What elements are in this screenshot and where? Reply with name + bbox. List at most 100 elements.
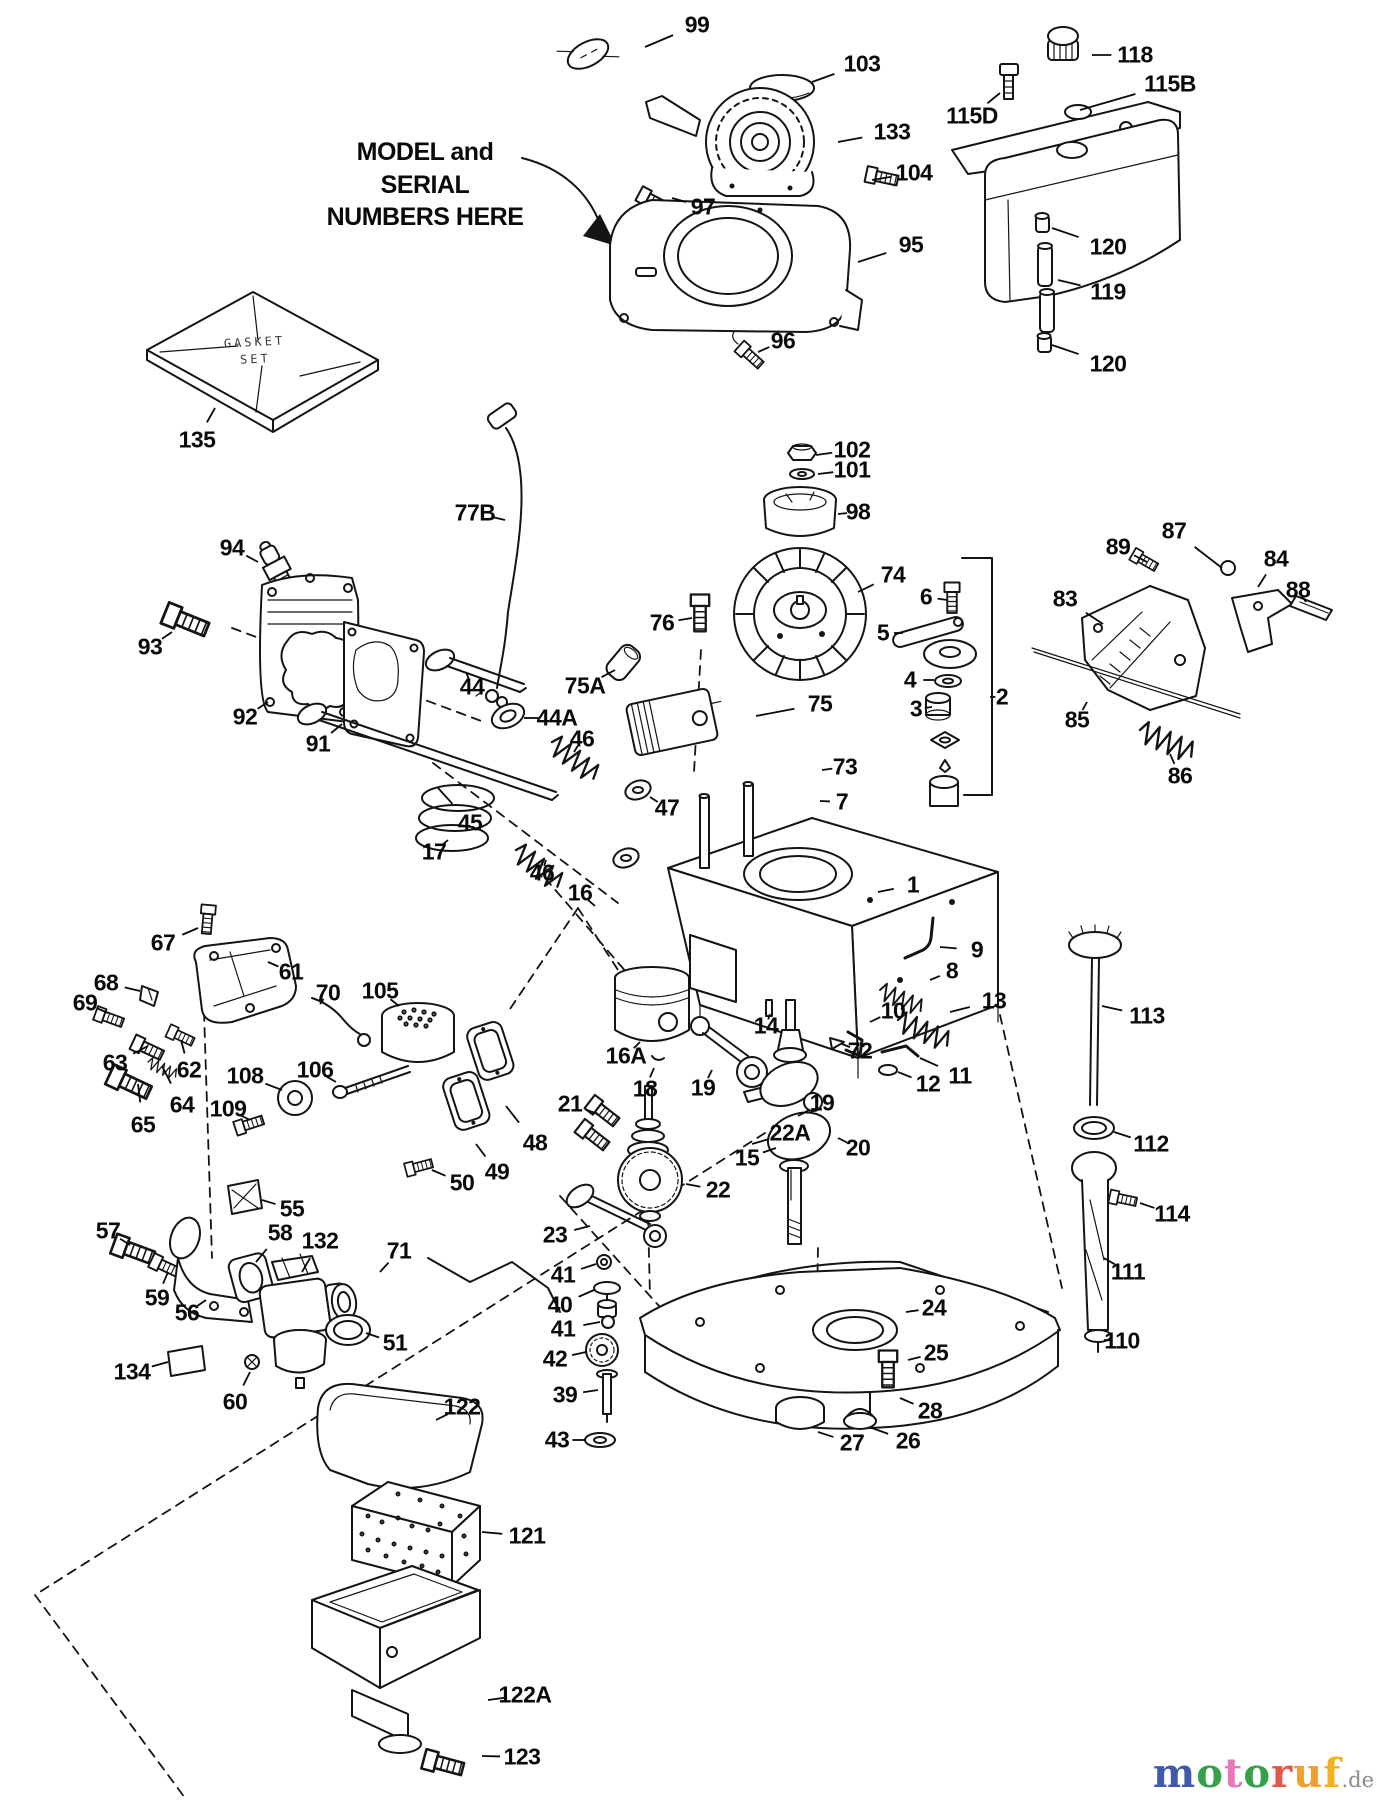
logo-letter: o: [1196, 1750, 1224, 1797]
part-callout-12: 12: [915, 1070, 941, 1097]
part-callout-4: 4: [903, 666, 917, 693]
part-callout-70: 70: [315, 979, 341, 1006]
part-callout-84: 84: [1263, 545, 1289, 572]
part-callout-108: 108: [226, 1062, 264, 1089]
intake-elbow-56: [169, 1216, 253, 1323]
part-callout-9: 9: [970, 936, 984, 963]
part-callout-44A: 44A: [536, 704, 578, 731]
part-callout-22A: 22A: [769, 1119, 811, 1146]
part-callout-42: 42: [542, 1345, 568, 1372]
starter-cup-drawing: [763, 486, 837, 537]
part-callout-110: 110: [1104, 1327, 1140, 1354]
speed-lever-drawing: [892, 616, 964, 648]
part-callout-123: 123: [503, 1743, 541, 1770]
part-callout-72: 72: [847, 1037, 873, 1064]
part-callout-88: 88: [1285, 576, 1311, 603]
part-callout-71: 71: [386, 1237, 412, 1264]
pin-72: [829, 1037, 845, 1050]
recoil-starter-drawing: [645, 87, 815, 197]
part-callout-92: 92: [232, 703, 258, 730]
part-callout-19: 19: [809, 1089, 835, 1116]
part-callout-73: 73: [832, 753, 858, 780]
part-callout-5: 5: [876, 619, 890, 646]
model-serial-line1: MODEL and SERIAL: [356, 138, 494, 199]
governor-lever-drawing: [1231, 589, 1293, 653]
carburetor-drawing: [258, 1253, 358, 1389]
valve-45-drawing: [296, 702, 559, 801]
part-callout-58: 58: [267, 1219, 293, 1246]
part-callout-106: 106: [296, 1056, 334, 1083]
part-callout-7: 7: [835, 788, 849, 815]
part-callout-112: 112: [1133, 1130, 1169, 1157]
speed-control-bracket-drawing: [1081, 585, 1206, 711]
part-callout-39: 39: [552, 1381, 578, 1408]
part-callout-93: 93: [137, 633, 163, 660]
part-callout-22: 22: [705, 1176, 731, 1203]
part-callout-24: 24: [921, 1294, 947, 1321]
governor-shaft-23: [565, 1183, 667, 1248]
part-callout-21: 21: [557, 1090, 583, 1117]
part-callout-62: 62: [176, 1056, 202, 1083]
flat-spring-88: [1289, 595, 1333, 621]
part-callout-16A: 16A: [605, 1042, 647, 1069]
part-callout-67: 67: [150, 929, 176, 956]
part-callout-104: 104: [895, 159, 933, 186]
piston-drawing: [614, 966, 690, 1061]
part-callout-6: 6: [919, 583, 933, 610]
oil-fill-tube-drawing: [1071, 1151, 1117, 1353]
flywheel-drawing: [733, 547, 867, 681]
part-callout-114: 114: [1154, 1200, 1190, 1227]
logo-letter: t: [1223, 1750, 1244, 1797]
clip-68: [139, 985, 159, 1007]
logo-suffix: .de: [1341, 1768, 1374, 1792]
oil-sump-drawing: [639, 1267, 1061, 1430]
part-callout-1: 1: [906, 871, 920, 898]
part-callout-11: 11: [948, 1062, 972, 1089]
model-serial-note: MODEL and SERIAL NUMBERS HERE: [316, 136, 534, 234]
piston-rings-17: [415, 784, 495, 852]
small-parts-column-drawing: [923, 639, 977, 807]
gasket-set-text: GASKET SET: [223, 333, 286, 368]
spark-boot-drawing: [605, 643, 642, 682]
part-callout-19: 19: [690, 1074, 716, 1101]
part-callout-102: 102: [833, 436, 871, 463]
label-plate-134: [167, 1345, 206, 1377]
part-callout-122A: 122A: [498, 1681, 552, 1708]
part-callout-105: 105: [361, 977, 399, 1004]
part-callout-48: 48: [522, 1129, 548, 1156]
part-callout-64: 64: [169, 1091, 195, 1118]
part-callout-65: 65: [130, 1111, 156, 1138]
part-callout-121: 121: [508, 1522, 546, 1549]
part-callout-25: 25: [923, 1339, 949, 1366]
part-callout-132: 132: [301, 1227, 339, 1254]
part-callout-89: 89: [1105, 533, 1131, 560]
part-callout-20: 20: [845, 1134, 871, 1161]
fuel-cap-118: [1047, 26, 1079, 61]
part-callout-60: 60: [222, 1388, 248, 1415]
oring-112: [1073, 1116, 1115, 1140]
part-callout-76: 76: [649, 609, 675, 636]
air-cleaner-base-drawing: [311, 1565, 481, 1754]
governor-link-9: [903, 916, 935, 960]
bracket-10: [844, 1030, 864, 1058]
part-callout-44: 44: [459, 673, 485, 700]
part-callout-50: 50: [449, 1169, 475, 1196]
part-callout-51: 51: [382, 1329, 408, 1356]
air-cleaner-cover-drawing: [316, 1382, 484, 1489]
logo-letter: u: [1293, 1750, 1324, 1797]
part-callout-8: 8: [945, 957, 959, 984]
muffler-drawing: [381, 1002, 455, 1063]
part-callout-101: 101: [833, 456, 871, 483]
part-callout-57: 57: [95, 1217, 121, 1244]
ignition-coil-drawing: [625, 687, 722, 757]
part-callout-96: 96: [770, 327, 796, 354]
bushings-119-120: [1034, 212, 1055, 353]
part-callout-28: 28: [917, 1397, 943, 1424]
model-serial-line2: NUMBERS HERE: [326, 203, 524, 231]
part-callout-46: 46: [529, 859, 555, 886]
part-callout-63: 63: [102, 1049, 128, 1076]
intake-gasket-55: [227, 1179, 263, 1215]
throttle-link-71: [427, 1257, 561, 1313]
part-callout-119: 119: [1090, 278, 1126, 305]
